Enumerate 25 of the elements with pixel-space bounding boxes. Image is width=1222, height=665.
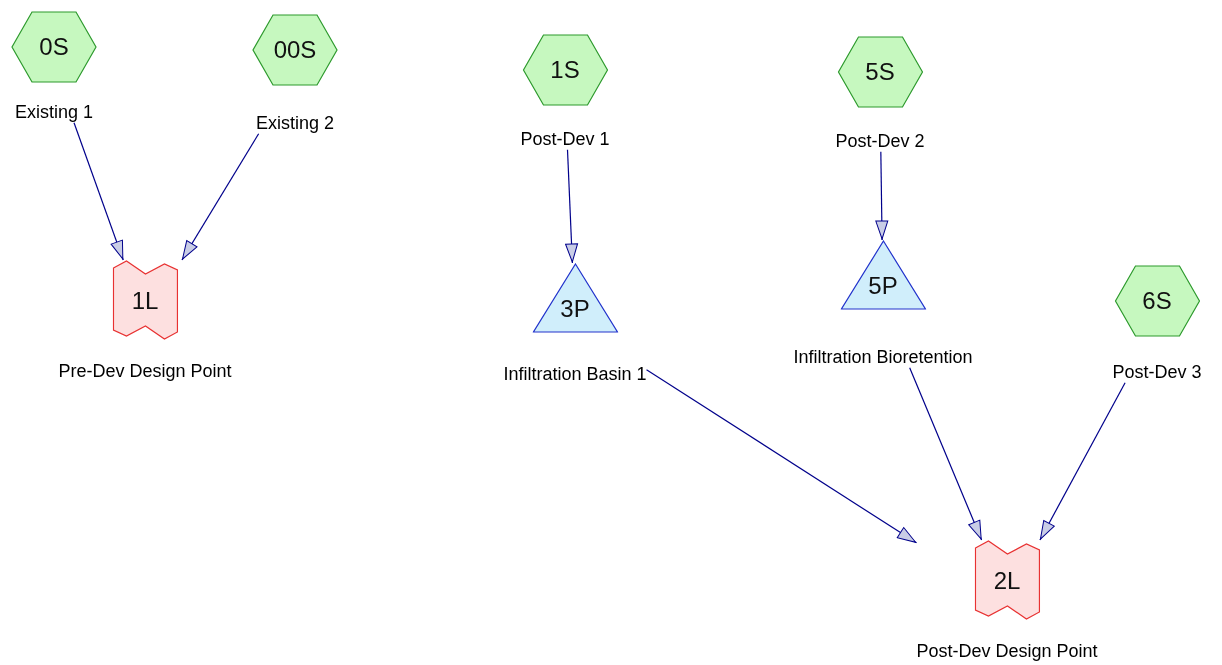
- arrow: [875, 151, 889, 241]
- arrow: [1039, 382, 1126, 541]
- node-caption: Post-Dev 2: [835, 132, 925, 152]
- arrow: [909, 367, 983, 541]
- node-caption: Post-Dev Design Point: [916, 642, 1098, 662]
- arrow: [565, 149, 579, 264]
- node-caption: Post-Dev 3: [1112, 363, 1202, 383]
- node-id: 5S: [865, 60, 895, 84]
- node-id: 2L: [993, 569, 1021, 593]
- node-id: 3P: [560, 297, 590, 321]
- node-id: 00S: [273, 38, 317, 62]
- node-caption: Pre-Dev Design Point: [58, 362, 232, 382]
- node-caption: Infiltration Bioretention: [793, 348, 973, 368]
- node-id: 5P: [868, 274, 898, 298]
- node-caption: Post-Dev 1: [520, 130, 610, 150]
- node-id: 1S: [550, 58, 580, 82]
- arrow: [181, 133, 260, 261]
- node-id: 6S: [1142, 289, 1172, 313]
- arrow: [73, 122, 124, 261]
- node-caption: Existing 1: [14, 103, 93, 123]
- node-id: 1L: [131, 289, 159, 313]
- node-id: 0S: [39, 35, 69, 59]
- arrow: [645, 369, 918, 544]
- node-caption: Infiltration Basin 1: [503, 365, 647, 385]
- node-caption: Existing 2: [255, 114, 334, 134]
